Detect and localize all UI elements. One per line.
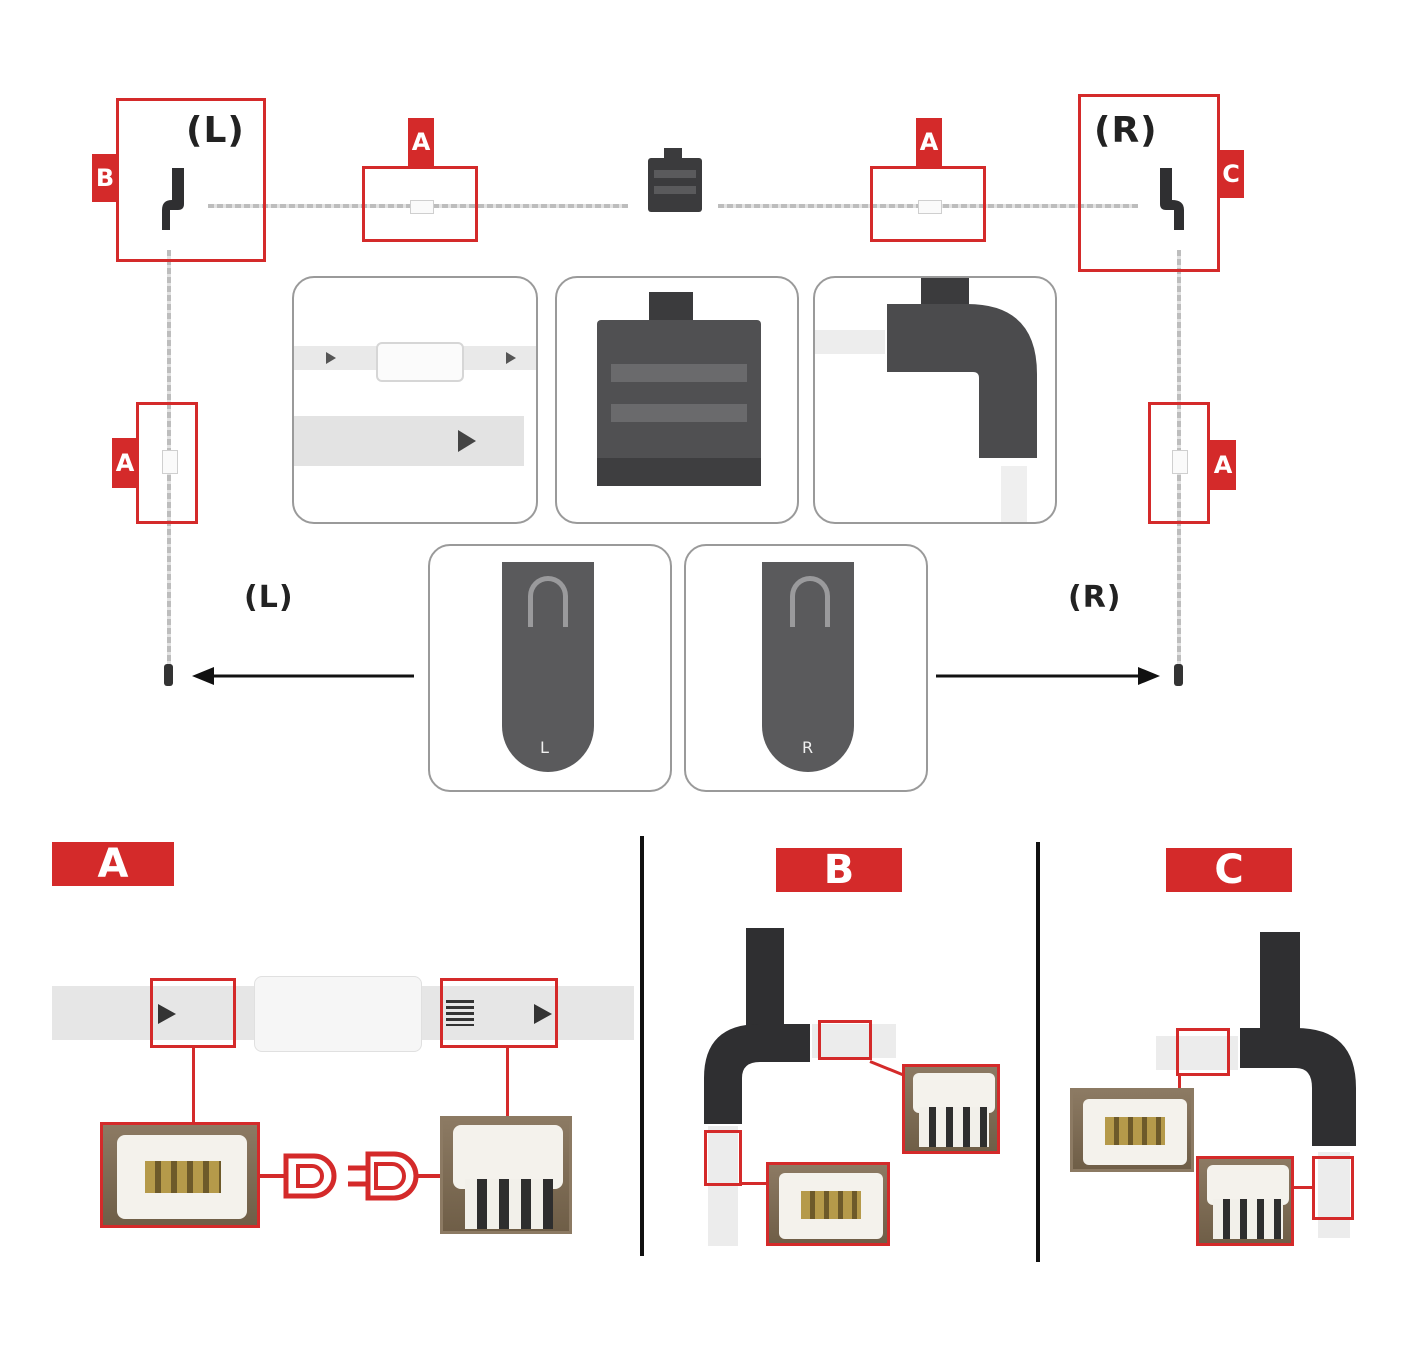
- elbow-large-icon: [887, 278, 1037, 458]
- left-end-cap: [164, 664, 173, 686]
- legend-c-plug-callout: [1312, 1156, 1354, 1220]
- direction-arrow-icon: [458, 430, 476, 452]
- callout-c-tag: C: [1218, 150, 1244, 198]
- callout-a-tag-right: A: [1210, 440, 1236, 490]
- end-cap-left-slot: [528, 576, 568, 627]
- legend-c-strip-left: [1156, 1036, 1238, 1070]
- plug-socket-icon: [258, 1151, 444, 1201]
- splitter-large-icon: [597, 292, 761, 486]
- legend-b-strip-right: [812, 1024, 896, 1058]
- legend-divider-1: [640, 836, 644, 1256]
- arrow-right-icon: [936, 667, 1160, 685]
- right-elbow-connector: [1160, 168, 1184, 230]
- legend-b-strip-down: [708, 1126, 738, 1246]
- legend-divider-2: [1036, 842, 1040, 1262]
- direction-arrow-icon: [158, 1004, 176, 1024]
- direction-arrow-icon: [534, 1004, 552, 1024]
- end-cap-right-slot: [790, 576, 830, 627]
- socket-photo-contacts: [145, 1161, 221, 1193]
- wide-strip: [294, 416, 524, 466]
- plug-photo-housing: [453, 1125, 563, 1189]
- legend-c-plug-photo: [1196, 1156, 1294, 1246]
- label-right-bottom: (R): [1068, 580, 1122, 615]
- label-right-top: (R): [1094, 110, 1158, 151]
- detail-panel-end-cap-left: L: [428, 544, 672, 792]
- legend-b-title: B: [776, 847, 902, 893]
- label-left-top: (L): [186, 110, 245, 151]
- callout-a-tag-top-right: A: [916, 118, 942, 166]
- callout-a-box-right: [1148, 402, 1210, 524]
- callout-a-tag-top-left: A: [408, 118, 434, 166]
- legend-b-socket-photo: [766, 1162, 890, 1246]
- legend-b-elbow: [704, 928, 810, 1124]
- callout-a-tag-left: A: [112, 438, 138, 488]
- legend-a-plug-callout: [440, 978, 558, 1048]
- left-side-joint: [162, 450, 178, 474]
- detail-panel-strip-joint: [292, 276, 538, 524]
- legend-c-socket-photo: [1070, 1088, 1194, 1172]
- elbow-strip-out: [1001, 466, 1027, 522]
- detail-panel-elbow: [813, 276, 1057, 524]
- callout-a-box-top-left: [362, 166, 478, 242]
- legend-b-plug-photo-pins: [919, 1107, 989, 1147]
- leader-line: [192, 1048, 195, 1122]
- legend-c-socket-photo-contacts: [1105, 1117, 1165, 1145]
- legend-c-elbow: [1240, 932, 1356, 1146]
- legend-b-plug-photo-housing: [913, 1073, 995, 1113]
- direction-arrow-icon: [326, 352, 336, 364]
- arrow-left-icon: [192, 667, 414, 685]
- legend-a-title: A: [52, 841, 174, 887]
- splitter-connector: [648, 148, 702, 212]
- callout-a-box-left: [136, 402, 198, 524]
- legend-a-clip: [254, 976, 422, 1052]
- left-elbow-connector: [162, 168, 184, 230]
- elbow-strip-in: [815, 330, 885, 354]
- end-cap-right-body: [762, 562, 854, 772]
- callout-a-box-top-right: [870, 166, 986, 242]
- legend-c-leader: [1294, 1186, 1312, 1189]
- end-cap-right-letter: R: [802, 738, 814, 757]
- legend-b-plug-callout: [818, 1020, 872, 1060]
- legend-c-plug-photo-pins: [1213, 1199, 1283, 1239]
- top-left-joint: [410, 200, 434, 214]
- legend-b-plug-photo: [902, 1064, 1000, 1154]
- legend-c-socket-callout: [1176, 1028, 1230, 1076]
- plug-photo: [440, 1116, 572, 1234]
- legend-b-leader: [742, 1182, 768, 1185]
- legend-a-socket-callout: [150, 978, 236, 1048]
- legend-b-socket-photo-contacts: [801, 1191, 861, 1219]
- joint-clip: [376, 342, 464, 382]
- end-cap-left-body: [502, 562, 594, 772]
- top-right-joint: [918, 200, 942, 214]
- legend-c-strip-down: [1318, 1152, 1350, 1238]
- legend-a-plug-pins: [446, 1000, 474, 1026]
- right-side-joint: [1172, 450, 1188, 474]
- callout-b-tag: B: [92, 154, 118, 202]
- direction-arrow-icon: [506, 352, 516, 364]
- socket-photo: [100, 1122, 260, 1228]
- legend-b-socket-callout: [704, 1130, 742, 1186]
- detail-panel-splitter: [555, 276, 799, 524]
- legend-c-plug-photo-housing: [1207, 1165, 1289, 1205]
- end-cap-left-letter: L: [540, 738, 549, 757]
- right-end-cap: [1174, 664, 1183, 686]
- legend-c-title: C: [1166, 847, 1292, 893]
- legend-c-leader: [1178, 1074, 1181, 1092]
- label-left-bottom: (L): [244, 580, 294, 615]
- plug-photo-pins: [465, 1179, 553, 1229]
- leader-line: [506, 1048, 509, 1116]
- detail-panel-end-cap-right: R: [684, 544, 928, 792]
